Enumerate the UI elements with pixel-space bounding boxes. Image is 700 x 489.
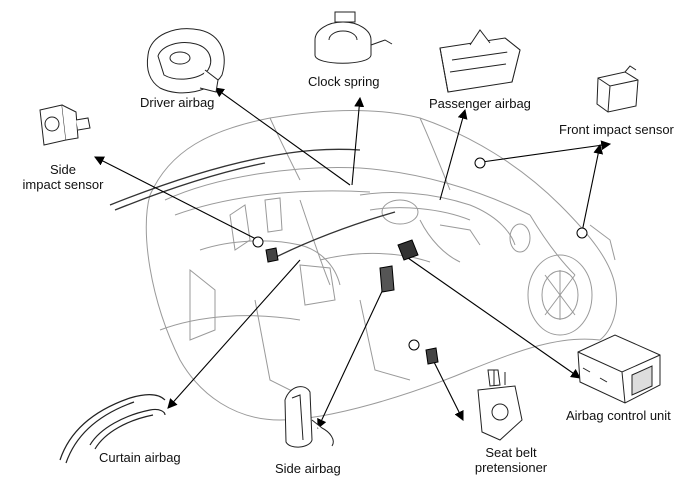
label-side-impact-sensor-line-2: impact sensor: [22, 177, 104, 192]
label-front-impact-sensor: Front impact sensor: [559, 122, 674, 137]
side-sensor-on-car: [265, 247, 279, 263]
label-clock-spring: Clock spring: [308, 74, 380, 89]
location-marker-side-impact: [252, 236, 264, 248]
clock-spring-part: [314, 11, 393, 64]
label-passenger-airbag: Passenger airbag: [429, 96, 531, 111]
leader-driver-airbag: [214, 87, 351, 186]
side-airbag-on-seat: [379, 265, 395, 293]
front-impact-sensor-part: [596, 65, 639, 113]
leader-airbag-control-unit: [407, 257, 581, 379]
dashboard: [359, 192, 516, 246]
label-driver-airbag: Driver airbag: [140, 95, 215, 110]
label-side-impact-sensor: Side impact sensor: [18, 162, 108, 192]
pretensioner-on-car: [425, 347, 439, 365]
leader-front-impact-sensor-1: [481, 140, 612, 163]
leader-seat-belt-pretensioner: [431, 357, 464, 421]
location-marker-pretensioner: [408, 339, 420, 351]
curtain-airbag-part: [59, 394, 166, 464]
side-impact-sensor-part: [39, 104, 91, 146]
passenger-airbag-part: [439, 29, 521, 93]
label-seat-belt-pretensioner-line-1: Seat belt: [485, 445, 537, 460]
label-airbag-control-unit: Airbag control unit: [566, 408, 671, 423]
label-side-airbag: Side airbag: [275, 461, 341, 476]
location-marker-front-impact-2: [576, 227, 588, 239]
side-airbag-part: [284, 386, 334, 448]
car-body: [145, 110, 617, 421]
leader-side-impact-sensor: [94, 156, 259, 241]
label-seat-belt-pretensioner: Seat belt pretensioner: [461, 445, 561, 475]
label-curtain-airbag: Curtain airbag: [99, 450, 181, 465]
control-unit-on-car: [397, 239, 419, 261]
leader-clock-spring: [351, 96, 365, 186]
airbag-control-unit-part: [577, 334, 661, 404]
seat-belt-pretensioner-part: [477, 369, 523, 441]
leader-front-impact-sensor-2: [581, 143, 604, 233]
location-marker-front-impact-1: [474, 157, 486, 169]
curtain-airbag-rail: [109, 148, 396, 261]
driver-airbag-part: [146, 28, 225, 94]
leader-passenger-airbag: [439, 108, 468, 201]
label-seat-belt-pretensioner-line-2: pretensioner: [474, 460, 548, 475]
leader-curtain-airbag: [167, 259, 301, 409]
leader-side-airbag: [317, 284, 386, 429]
label-side-impact-sensor-line-1: Side: [49, 162, 77, 177]
